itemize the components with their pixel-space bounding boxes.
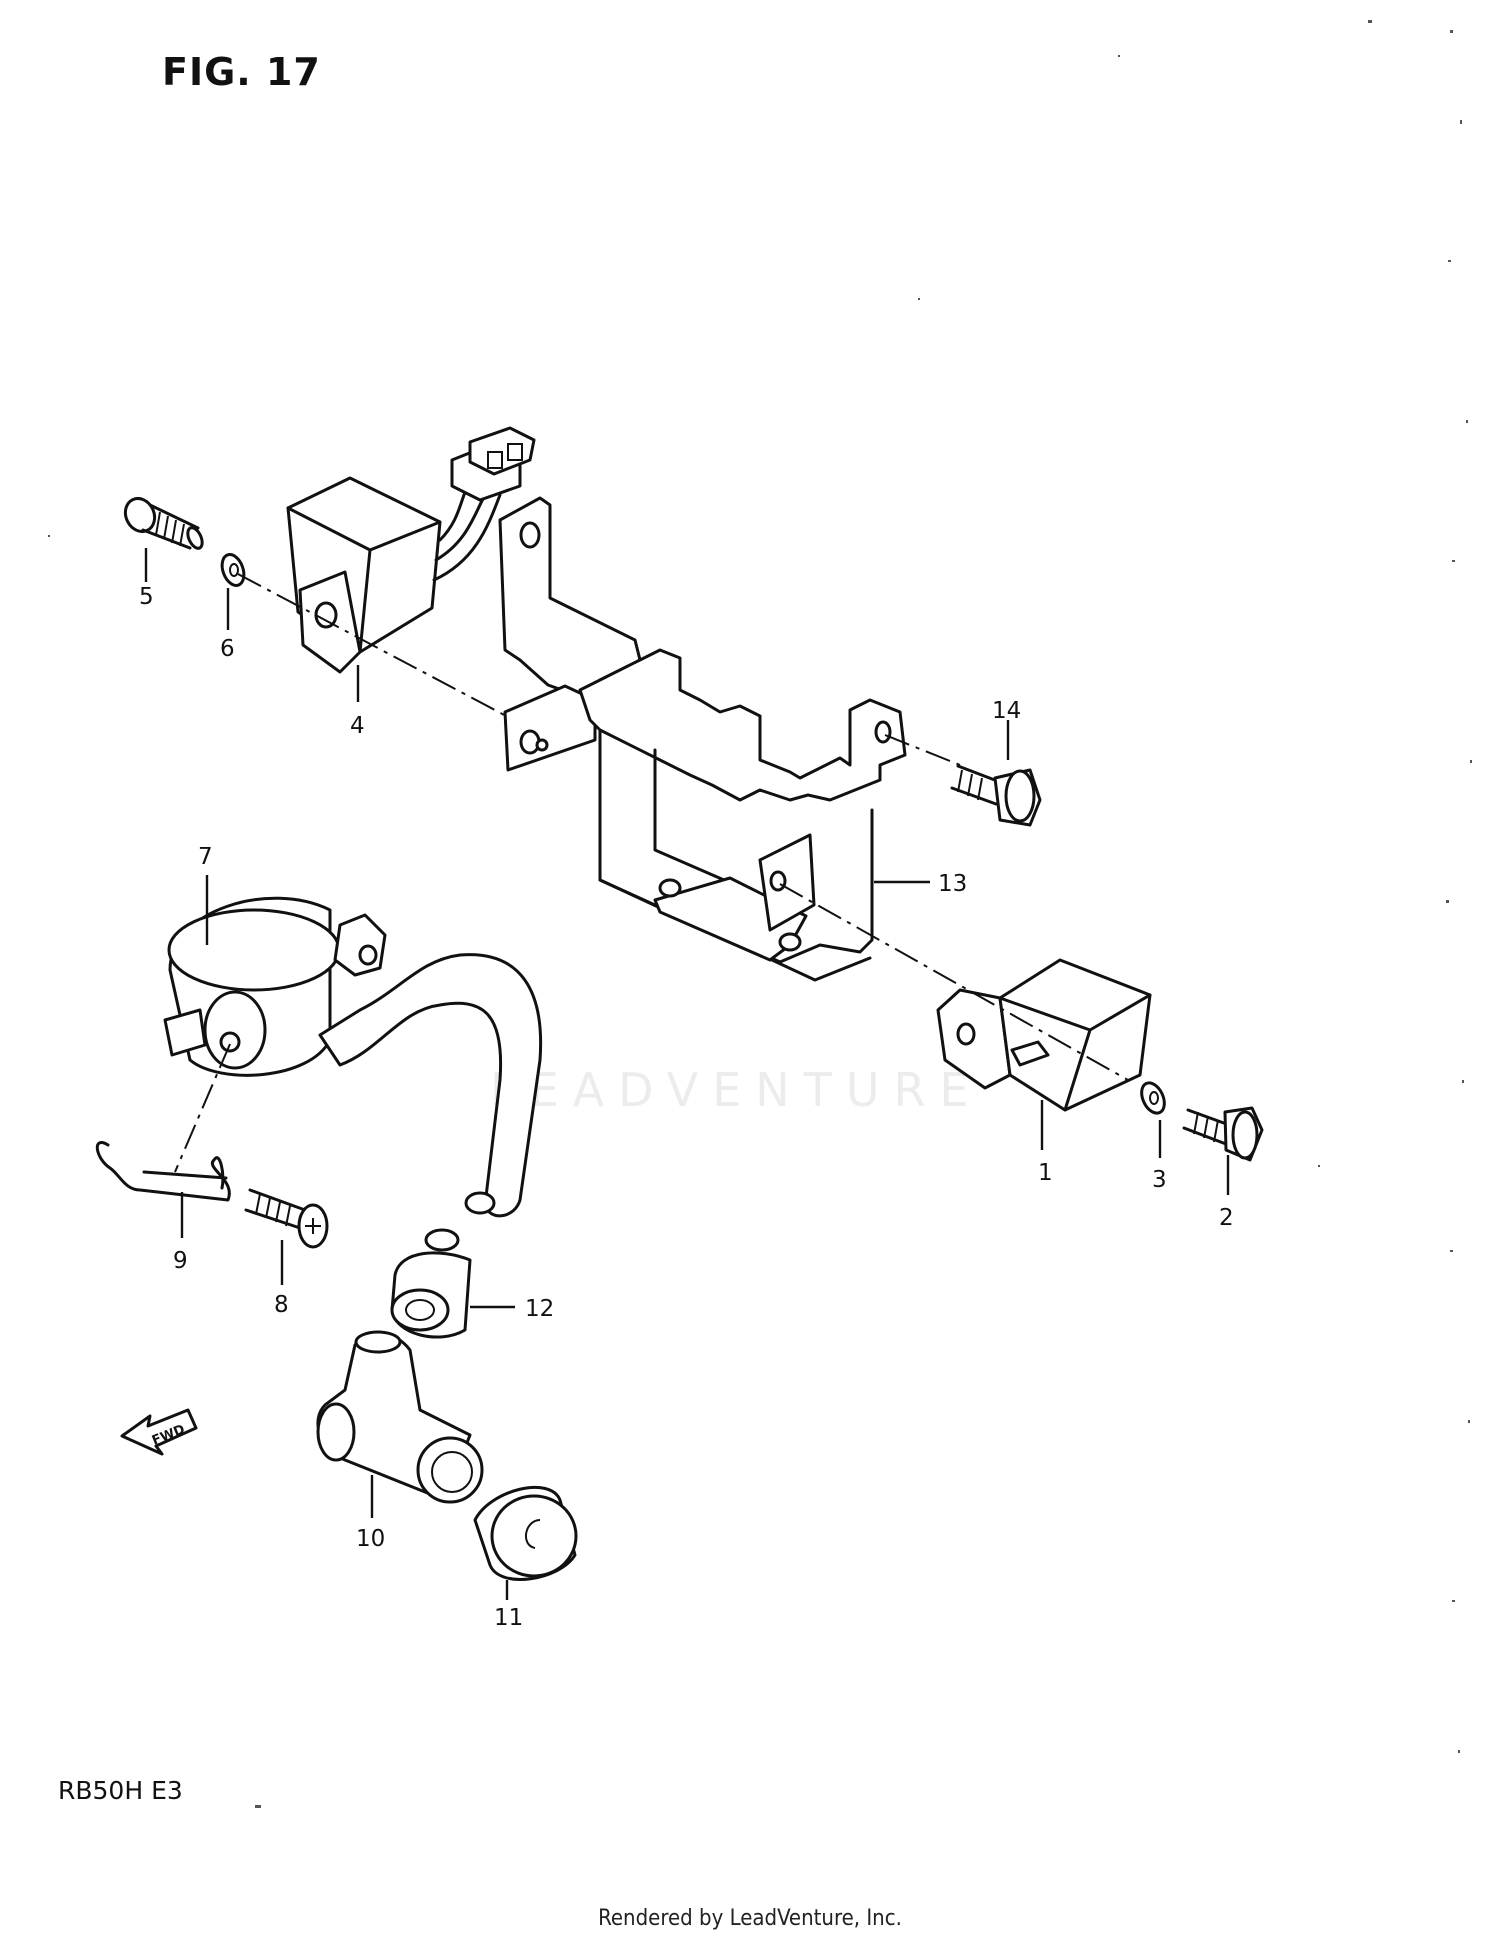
model-code: RB50H E3 [58,1776,183,1805]
callout-2: 2 [1219,1205,1234,1231]
part-11-cap [473,1485,578,1581]
part-12-boot-seal [390,1228,472,1339]
alignment-lines [174,573,1129,1173]
callout-14: 14 [992,698,1021,724]
callout-1: 1 [1038,1160,1053,1186]
callout-7: 7 [198,844,213,870]
part-10-plug-cap [316,1330,484,1504]
scan-speckle [48,20,1472,1808]
part-13-bracket [498,496,907,982]
part-6-washer [220,553,246,587]
callout-11: 11 [494,1605,523,1631]
part-8-screw [244,1188,329,1249]
callout-10: 10 [356,1526,385,1552]
forward-arrow-icon: FWD [120,1408,198,1456]
part-9-spring-clip [95,1141,231,1202]
leader-lines [144,548,1230,1600]
callout-12: 12 [525,1296,554,1322]
callout-9: 9 [173,1248,188,1274]
watermark-text: LEADVENTURE [490,1063,983,1117]
callout-6: 6 [220,636,235,662]
part-4-electronic-module [286,426,536,674]
callout-numbers: 1 2 3 4 5 6 7 8 9 10 11 12 13 14 [139,584,1234,1631]
callout-3: 3 [1152,1167,1167,1193]
footer-credit: Rendered by LeadVenture, Inc. [598,1906,902,1931]
callout-13: 13 [938,871,967,897]
part-1-module [936,958,1152,1112]
callout-8: 8 [274,1292,289,1318]
part-2-bolt [1182,1106,1264,1162]
part-3-washer [1140,1081,1166,1115]
figure-title: FIG. 17 [162,50,321,94]
part-14-bolt [950,764,1042,827]
part-7-ignition-coil [163,896,543,1218]
callout-5: 5 [139,584,154,610]
callout-4: 4 [350,713,365,739]
part-5-screw [123,496,204,550]
